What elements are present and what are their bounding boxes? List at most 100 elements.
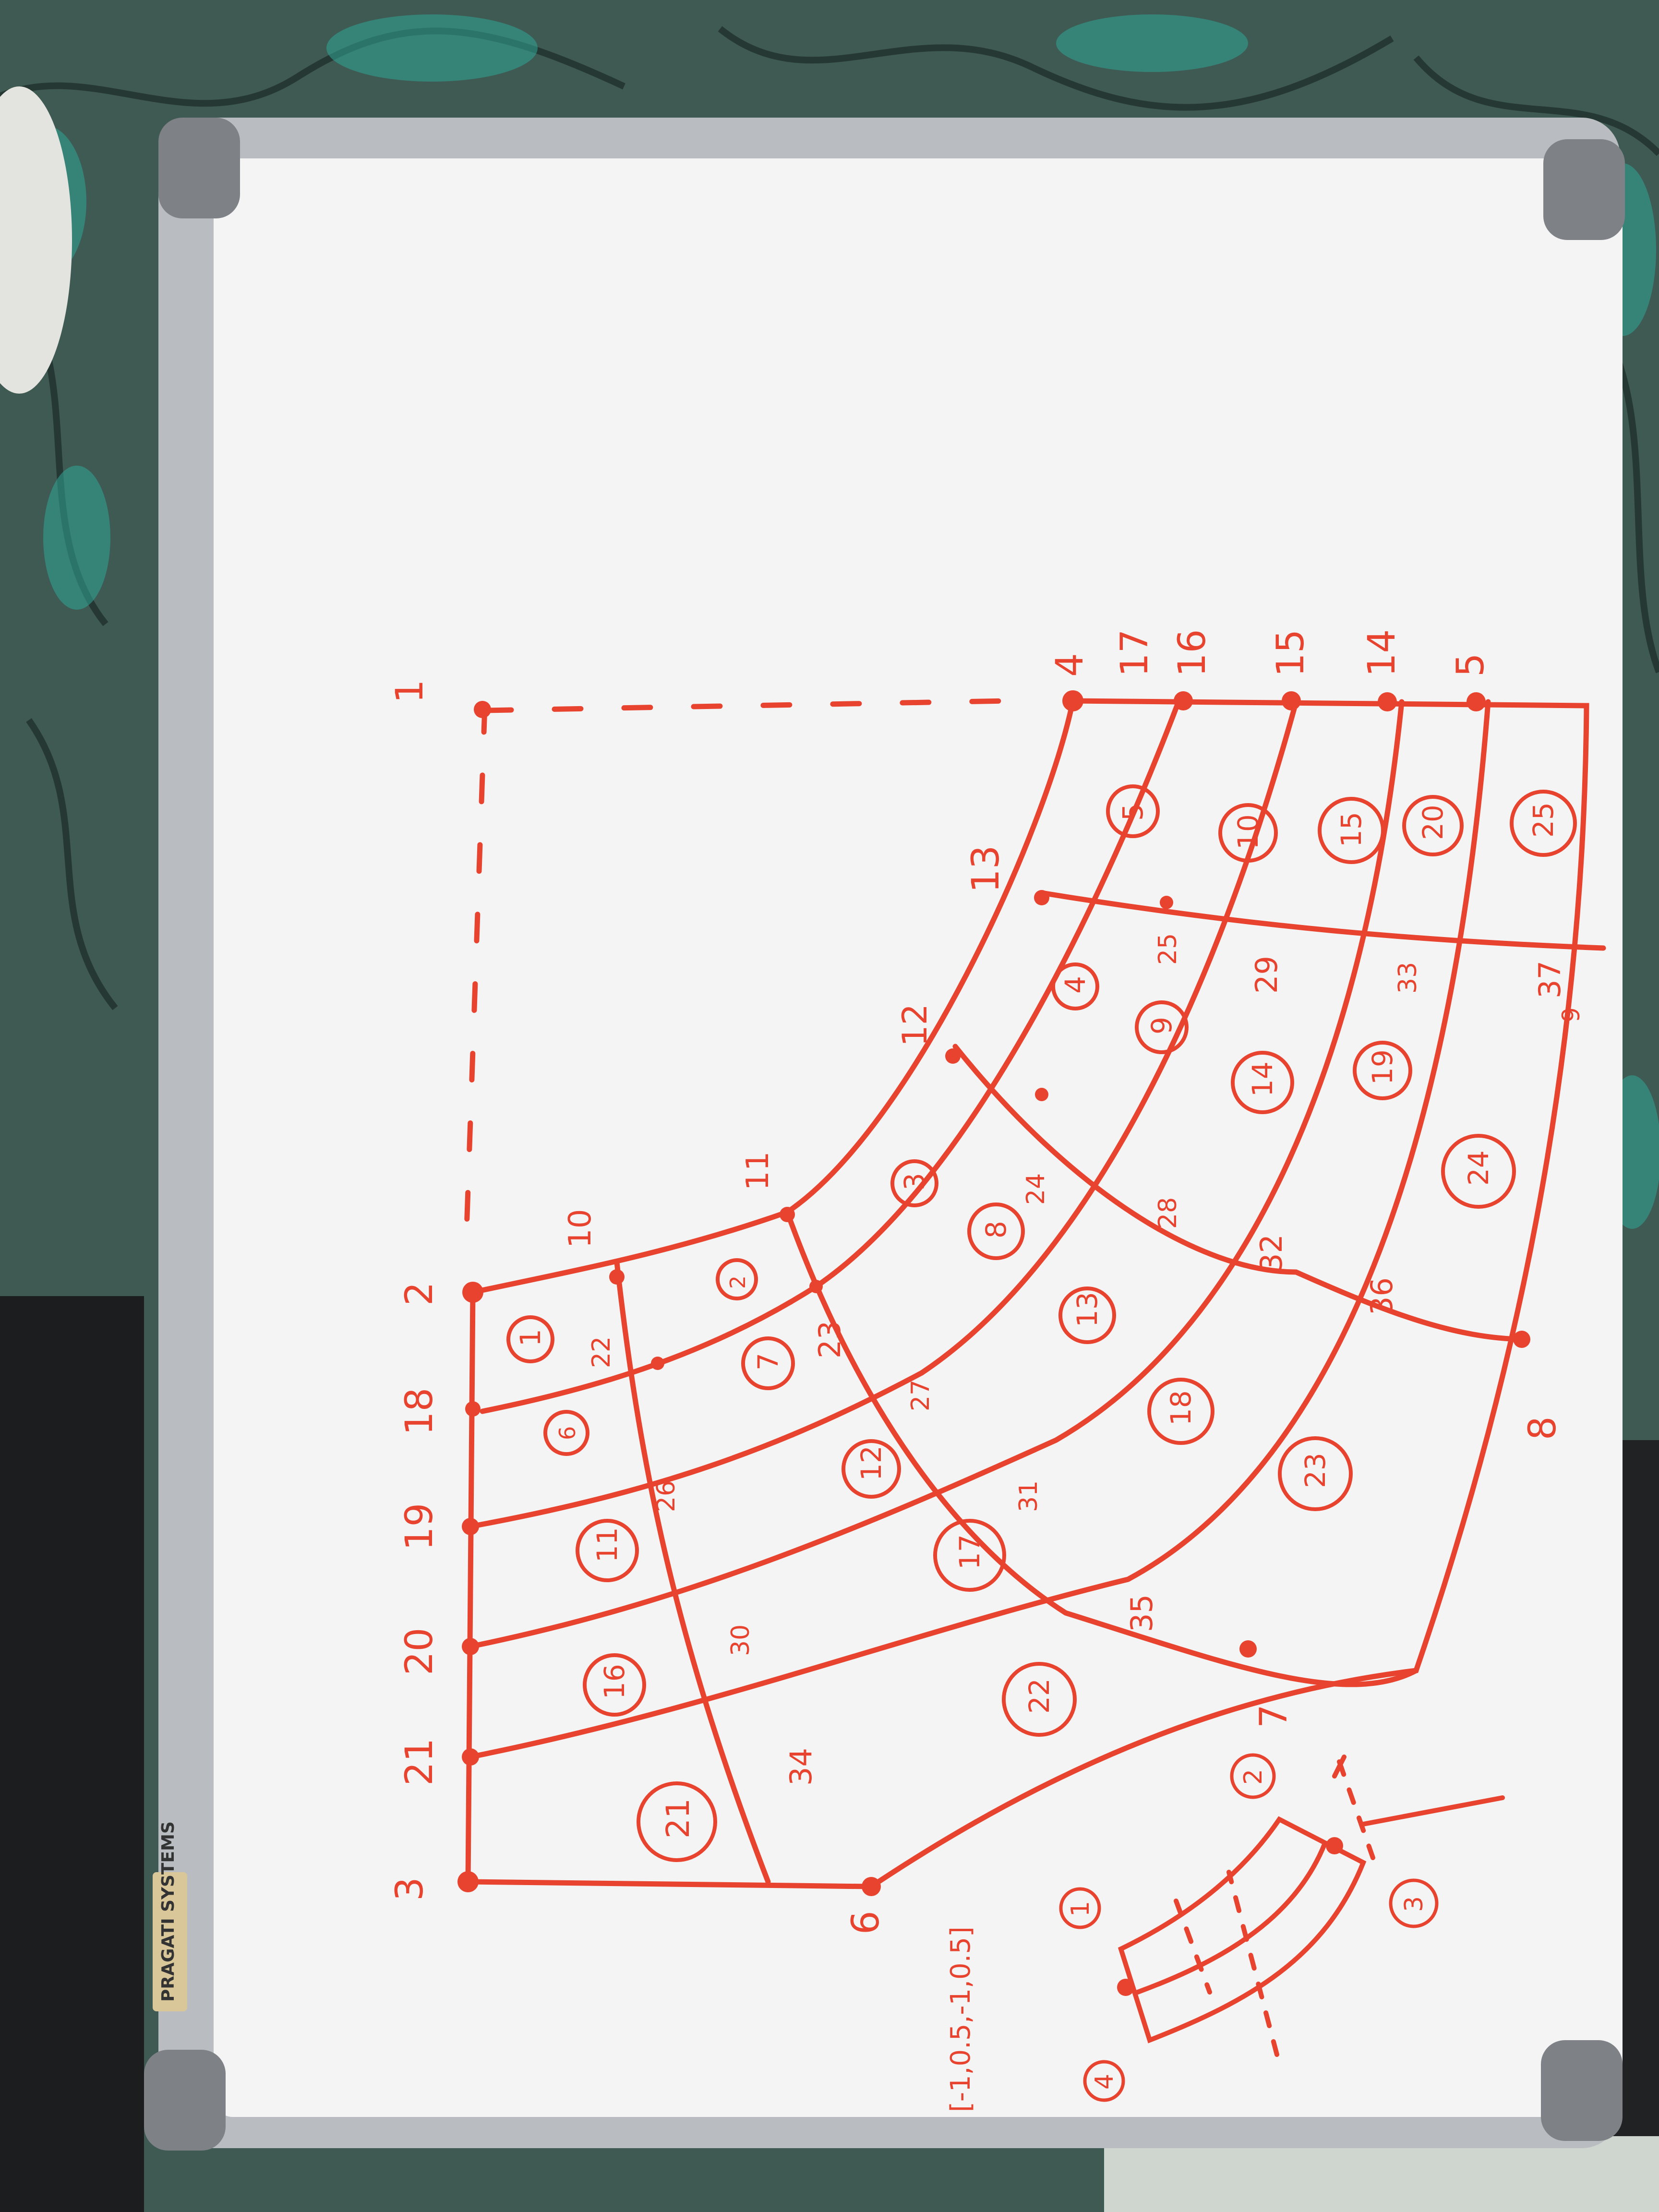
node-dot [809, 1280, 823, 1293]
svg-text:2: 2 [726, 1275, 750, 1289]
node-dot [609, 1269, 625, 1285]
inset-face-1: 1 [1059, 1887, 1101, 1929]
inset-sketch [1118, 1755, 1505, 2057]
svg-text:17: 17 [953, 1534, 986, 1570]
svg-text:21: 21 [660, 1798, 697, 1839]
node-dot [1513, 1331, 1530, 1348]
element-9: 9 [1135, 1000, 1189, 1054]
inset-face-4: 4 [1083, 2060, 1125, 2102]
svg-text:15: 15 [1335, 812, 1368, 847]
mesh-line [468, 699, 1491, 1760]
brand-plate [153, 1872, 187, 2011]
inset-face-2: 2 [1230, 1753, 1276, 1799]
dashed-guide-vertical [463, 703, 488, 1261]
node-label-19: 19 [398, 1503, 441, 1551]
node-dot [465, 1401, 481, 1417]
node-dot [1378, 692, 1397, 711]
node-label-31: 31 [1014, 1480, 1043, 1512]
node-dot [457, 1871, 479, 1892]
node-dot [1062, 690, 1083, 711]
node-label-33: 33 [1394, 962, 1422, 994]
svg-text:22: 22 [1023, 1678, 1056, 1714]
element-6: 6 [543, 1410, 589, 1456]
node-dot [1282, 691, 1301, 710]
node-label-37: 37 [1532, 961, 1567, 998]
svg-text:4: 4 [1090, 2074, 1119, 2090]
element-22: 22 [1002, 1662, 1077, 1737]
node-dot [474, 701, 491, 718]
domain-boundary [465, 698, 1589, 1889]
svg-text:12: 12 [855, 1445, 888, 1481]
node-label-25: 25 [1154, 933, 1182, 965]
board-surface [214, 158, 1623, 2117]
svg-text:24: 24 [1462, 1150, 1495, 1186]
svg-text:1: 1 [514, 1329, 547, 1346]
node-dot [462, 1518, 479, 1535]
mesh-line [784, 1209, 1419, 1687]
element-23: 23 [1278, 1436, 1353, 1511]
inset-node [1117, 1979, 1134, 1996]
svg-text:10: 10 [1232, 814, 1264, 850]
element-14: 14 [1231, 1051, 1294, 1114]
node-label-34: 34 [783, 1748, 818, 1786]
svg-text:23: 23 [1299, 1453, 1332, 1488]
element-11: 11 [576, 1519, 639, 1582]
svg-text:19: 19 [1366, 1049, 1399, 1085]
node-label-23: 23 [812, 1321, 847, 1358]
mesh-line [1039, 890, 1606, 951]
node-label-9: 9 [1557, 1007, 1585, 1022]
node-markers [457, 690, 1530, 1896]
whiteboard: PRAGATI SYSTEMS [144, 118, 1625, 2151]
node-dot [945, 1048, 961, 1064]
node-dot [1034, 890, 1049, 905]
element-19: 19 [1353, 1041, 1412, 1100]
node-label-17: 17 [1113, 629, 1156, 677]
dark-lower-left [0, 1296, 144, 2212]
node-label-30: 30 [726, 1624, 755, 1656]
node-label-13: 13 [964, 845, 1008, 893]
node-label-28: 28 [1154, 1197, 1182, 1229]
element-25: 25 [1510, 790, 1577, 857]
svg-text:6: 6 [554, 1426, 580, 1440]
node-dot [1467, 692, 1486, 711]
inset-stroke [1332, 1755, 1346, 1779]
element-15: 15 [1318, 797, 1385, 864]
node-dot [462, 1748, 479, 1766]
node-labels: 1 2 3 4 5 6 7 8 9 10 11 12 13 14 15 16 1… [388, 629, 1585, 1935]
node-label-16: 16 [1171, 629, 1214, 677]
element-8: 8 [967, 1202, 1025, 1260]
svg-text:2: 2 [1239, 1769, 1268, 1785]
svg-text:13: 13 [1071, 1292, 1104, 1327]
svg-text:7: 7 [752, 1353, 784, 1370]
node-label-15: 15 [1269, 629, 1312, 677]
svg-text:8: 8 [980, 1221, 1012, 1238]
mesh-line [614, 1260, 771, 1885]
element-7: 7 [741, 1336, 795, 1390]
element-12: 12 [842, 1439, 901, 1499]
element-16: 16 [583, 1653, 646, 1717]
inset-stroke [1361, 1795, 1505, 1827]
element-labels: 1 2 3 4 5 6 7 8 9 10 11 12 13 14 15 16 1… [506, 784, 1577, 1862]
node-dot [780, 1207, 795, 1222]
node-dot [862, 1877, 881, 1896]
mesh-line [480, 699, 1181, 1414]
svg-text:4: 4 [1059, 976, 1092, 994]
node-label-8: 8 [1521, 1416, 1564, 1440]
inset-midline [1135, 1841, 1327, 1995]
node-dot [1035, 1088, 1048, 1101]
node-dot [462, 1638, 479, 1655]
interior-node-labels: 22 23 24 25 26 27 28 29 30 31 32 33 34 3… [587, 933, 1567, 1786]
node-label-24: 24 [1022, 1173, 1050, 1205]
element-4: 4 [1051, 962, 1099, 1010]
element-20: 20 [1402, 795, 1464, 856]
element-21: 21 [637, 1781, 717, 1862]
corner-cap-top-right [1543, 139, 1625, 240]
svg-text:20: 20 [1417, 805, 1449, 840]
node-label-4: 4 [1048, 653, 1092, 677]
element-18: 18 [1147, 1378, 1214, 1445]
element-5: 5 [1106, 784, 1160, 838]
inset-node [1326, 1837, 1343, 1854]
node-label-36: 36 [1364, 1277, 1399, 1315]
node-label-10: 10 [563, 1209, 598, 1248]
